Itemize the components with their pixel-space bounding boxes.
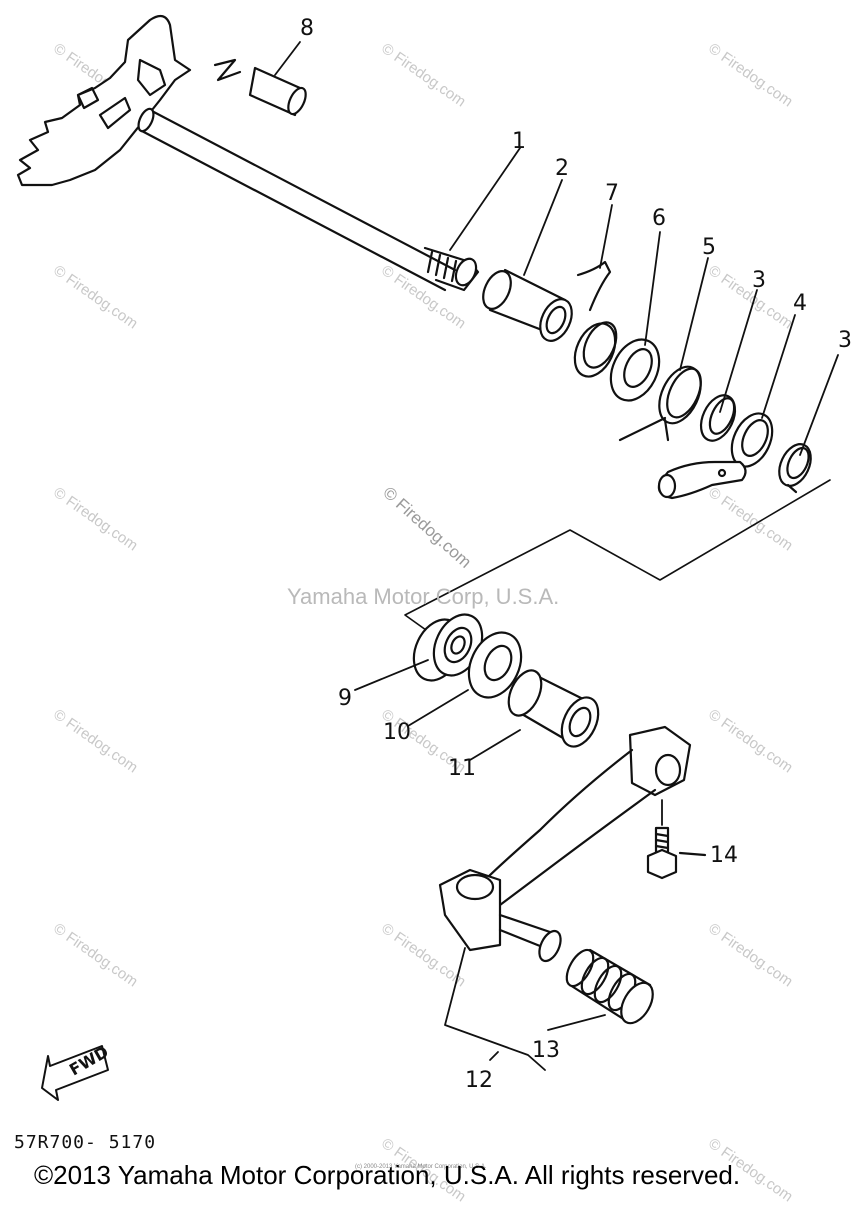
washer-10-part [467, 631, 523, 699]
part-code: 57R700- 5170 [14, 1132, 157, 1153]
callout-11: 11 [448, 756, 476, 781]
callout-3: 3 [752, 268, 766, 293]
assembly-bracket [404, 479, 831, 641]
bushing-part [507, 669, 600, 748]
callout-leaders-bottom [444, 947, 606, 1071]
circlip-part [699, 394, 737, 442]
lever-part [657, 412, 774, 500]
callout-leaders-top [274, 41, 839, 456]
callout-9: 9 [338, 686, 352, 711]
callout-8: 8 [300, 16, 314, 41]
watermark-yamaha-corp: Yamaha Motor Corp, U.S.A. [287, 584, 560, 609]
callout-2: 2 [555, 156, 569, 181]
callout-7: 7 [605, 181, 619, 206]
forward-arrow-icon [41, 1045, 109, 1101]
shift-shaft-part [16, 14, 480, 292]
callout-12: 12 [465, 1068, 493, 1093]
callout-14: 14 [710, 843, 738, 868]
callout-10: 10 [383, 720, 411, 745]
washer-6-part [609, 338, 661, 402]
callout-1: 1 [512, 129, 526, 154]
tiny-copyright-note: (c) 2000-2013 Yamaha Motor Corporation, … [355, 1164, 487, 1170]
callout-13: 13 [532, 1038, 560, 1063]
spring-clip-part [573, 260, 618, 378]
callout-leaders-mid [354, 659, 663, 826]
callout-3-second: 3 [838, 328, 852, 353]
callout-5: 5 [702, 235, 716, 260]
collar-part [482, 268, 573, 342]
pin-part [213, 58, 307, 117]
circlip-2-part [778, 443, 812, 494]
bolt-part [646, 826, 707, 880]
callout-6: 6 [652, 206, 666, 231]
peg-rubber-part [565, 948, 654, 1025]
callout-4: 4 [793, 291, 807, 316]
shift-lever-part [438, 725, 692, 963]
torsion-spring-part [618, 365, 702, 442]
copyright-notice: ©2013 Yamaha Motor Corporation, U.S.A. A… [34, 1160, 741, 1190]
